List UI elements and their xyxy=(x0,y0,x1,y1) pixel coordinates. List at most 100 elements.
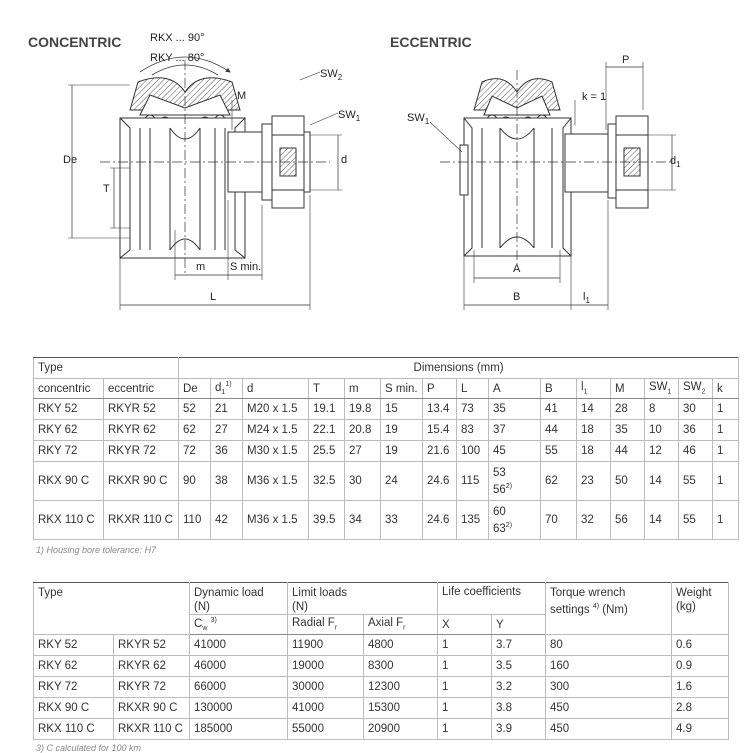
cell-M: 28 xyxy=(610,398,645,420)
cell-concentric: RKY 72 xyxy=(33,676,114,698)
cell-x: 1 xyxy=(437,718,492,740)
cell-torque: 300 xyxy=(545,676,672,698)
cell-d: M36 x 1.5 xyxy=(242,461,309,501)
dimensions-header: Dimensions (mm) xyxy=(177,357,740,379)
cell-axial: 8300 xyxy=(363,655,438,677)
cell-SW2: 55 xyxy=(678,461,713,501)
label-SW1-concentric: SW1 xyxy=(338,109,361,123)
concentric-roller xyxy=(68,56,342,310)
cell-radial: 30000 xyxy=(287,676,364,698)
cell-eccentric: RKYR 62 xyxy=(103,419,179,441)
cell-concentric: RKX 90 C xyxy=(33,461,104,501)
col-k: k xyxy=(711,378,740,399)
cell-SW2: 55 xyxy=(678,500,713,540)
cell-M: 35 xyxy=(610,419,645,441)
cell-d1: 27 xyxy=(210,419,243,441)
cell-concentric: RKX 110 C xyxy=(33,718,114,740)
cell-eccentric: RKYR 52 xyxy=(113,634,190,656)
cell-Smin: 19 xyxy=(380,419,423,441)
label-d: d xyxy=(341,154,347,166)
cell-concentric: RKY 52 xyxy=(33,634,114,656)
label-SW2: SW2 xyxy=(320,68,343,82)
cell-axial: 4800 xyxy=(363,634,438,656)
cell-De: 62 xyxy=(178,419,211,441)
cell-L: 100 xyxy=(456,440,489,462)
label-L: L xyxy=(210,291,216,303)
cell-De: 110 xyxy=(178,500,211,540)
cell-y: 3.7 xyxy=(491,634,546,656)
cell-k: 1 xyxy=(711,461,740,501)
cell-weight: 4.9 xyxy=(671,718,729,740)
dimensions-table: Type Dimensions (mm) concentric eccentri… xyxy=(33,357,740,540)
cell-radial: 55000 xyxy=(287,718,364,740)
cell-d: M30 x 1.5 xyxy=(242,440,309,462)
cell-l1: 18 xyxy=(576,419,611,441)
col-SW2: SW2 xyxy=(678,378,713,399)
col-l1: l1 xyxy=(576,378,611,399)
col-eccentric: eccentric xyxy=(103,378,179,399)
cell-d: M20 x 1.5 xyxy=(242,398,309,420)
cell-d1: 38 xyxy=(210,461,243,501)
cell-cw: 130000 xyxy=(189,697,288,719)
cell-Smin: 33 xyxy=(380,500,423,540)
cell-Smin: 24 xyxy=(380,461,423,501)
cell-d1: 36 xyxy=(210,440,243,462)
drawing-svg: CONCENTRIC ECCENTRIC xyxy=(28,32,681,310)
loads-table: Type Dynamic load(N) Limit loads(N) Life… xyxy=(33,582,729,740)
cell-eccentric: RKXR 90 C xyxy=(113,697,190,719)
col-cw: Cw 3) xyxy=(189,614,288,635)
cell-T: 19.1 xyxy=(308,398,345,420)
cell-eccentric: RKYR 72 xyxy=(113,676,190,698)
cell-SW1: 12 xyxy=(644,440,679,462)
weight-header: Weight(kg) xyxy=(671,582,729,635)
cell-SW2: 36 xyxy=(678,419,713,441)
cell-l1: 32 xyxy=(576,500,611,540)
cell-m: 30 xyxy=(344,461,381,501)
cell-eccentric: RKXR 110 C xyxy=(113,718,190,740)
cell-B: 44 xyxy=(540,419,577,441)
cell-d: M24 x 1.5 xyxy=(242,419,309,441)
label-d1: d1 xyxy=(670,155,681,169)
label-l1: l1 xyxy=(583,291,590,305)
cell-axial: 12300 xyxy=(363,676,438,698)
cell-y: 3.9 xyxy=(491,718,546,740)
cell-eccentric: RKYR 62 xyxy=(113,655,190,677)
footnote-1: 1) Housing bore tolerance: H7 xyxy=(36,545,157,555)
label-P: P xyxy=(622,54,629,66)
eccentric-title: ECCENTRIC xyxy=(390,34,472,50)
cell-L: 83 xyxy=(456,419,489,441)
cell-weight: 0.9 xyxy=(671,655,729,677)
cell-k: 1 xyxy=(711,500,740,540)
cell-torque: 80 xyxy=(545,634,672,656)
cell-radial: 11900 xyxy=(287,634,364,656)
cell-radial: 41000 xyxy=(287,697,364,719)
cell-A: 37 xyxy=(488,419,541,441)
angle-rkx-label: RKX ... 90° xyxy=(150,32,205,44)
cell-Smin: 19 xyxy=(380,440,423,462)
cell-x: 1 xyxy=(437,634,492,656)
cell-T: 25.5 xyxy=(308,440,345,462)
loads-header-row-1: Type Dynamic load(N) Limit loads(N) Life… xyxy=(33,582,729,635)
label-Smin: S min. xyxy=(230,261,261,273)
cell-L: 115 xyxy=(456,461,489,501)
cell-B: 62 xyxy=(540,461,577,501)
col-x: X xyxy=(437,614,492,635)
cell-axial: 15300 xyxy=(363,697,438,719)
cell-cw: 185000 xyxy=(189,718,288,740)
cell-torque: 450 xyxy=(545,697,672,719)
cell-cw: 66000 xyxy=(189,676,288,698)
col-m: m xyxy=(344,378,381,399)
cell-SW2: 30 xyxy=(678,398,713,420)
